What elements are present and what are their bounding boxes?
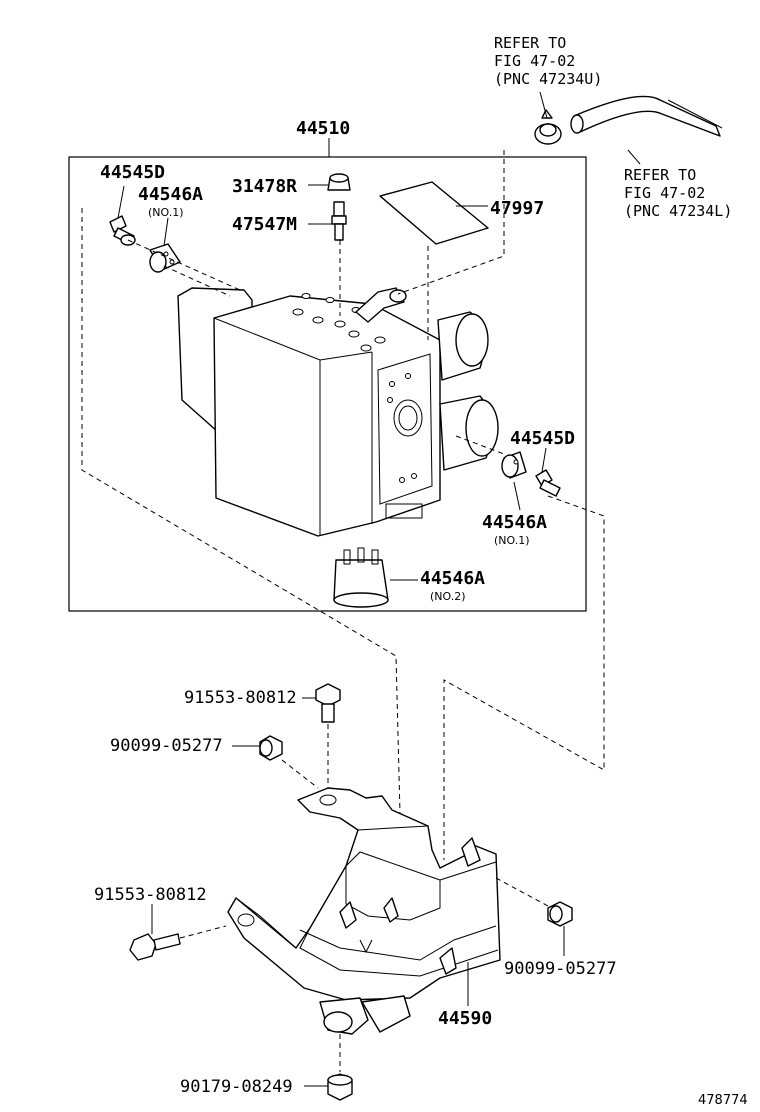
cushion-bottom xyxy=(333,547,389,608)
label-assembly: 44510 xyxy=(296,118,350,139)
label-bolt-top: 91553-80812 xyxy=(184,688,297,708)
label-cushion-right: 44546A xyxy=(482,512,547,533)
ref-right-line2: FIG 47-02 xyxy=(624,184,705,202)
bolt-right xyxy=(535,469,561,497)
bolt-upper-left xyxy=(109,215,136,246)
bleeder-plug xyxy=(331,201,347,241)
note-cushion-bottom: (NO.2) xyxy=(430,590,466,603)
note-cushion-right: (NO.1) xyxy=(494,534,530,547)
label-bolt-left: 91553-80812 xyxy=(94,885,207,905)
ref-right-line3: (PNC 47234L) xyxy=(624,202,732,220)
assembly-frame xyxy=(68,156,587,612)
ref-upper-line3: (PNC 47234U) xyxy=(494,70,602,88)
label-plate xyxy=(379,181,489,245)
label-label-plate: 47997 xyxy=(490,198,544,219)
label-nut-right: 90099-05277 xyxy=(504,959,617,979)
label-nut-bottom: 90179-08249 xyxy=(180,1077,293,1097)
cushion-right xyxy=(501,451,527,479)
ref-upper-line1: REFER TO xyxy=(494,34,566,52)
note-cushion-upper-left: (NO.1) xyxy=(148,206,184,219)
brake-hose xyxy=(570,95,723,137)
cushion-upper-left xyxy=(149,243,181,273)
figure-id: 478774 xyxy=(698,1093,748,1108)
label-nut-top: 90099-05277 xyxy=(110,736,223,756)
label-bolt-right: 44545D xyxy=(510,428,575,449)
bleeder-cap xyxy=(327,173,351,191)
bolt-left xyxy=(129,933,181,961)
actuator-body xyxy=(177,287,499,537)
label-bracket: 44590 xyxy=(438,1008,492,1029)
ref-upper-line2: FIG 47-02 xyxy=(494,52,575,70)
label-bolt-upper-left: 44545D xyxy=(100,162,165,183)
label-cushion-bottom: 44546A xyxy=(420,568,485,589)
ref-right-line1: REFER TO xyxy=(624,166,696,184)
label-cushion-upper-left: 44546A xyxy=(138,184,203,205)
label-cap: 31478R xyxy=(232,176,297,197)
bracket xyxy=(227,787,501,1035)
bolt-top xyxy=(315,683,341,723)
dash-upper-left xyxy=(81,208,401,815)
hose-clip xyxy=(534,109,562,145)
label-bleeder: 47547M xyxy=(232,214,297,235)
nut-right xyxy=(547,901,573,927)
nut-top xyxy=(259,735,283,761)
nut-bottom xyxy=(327,1073,353,1101)
